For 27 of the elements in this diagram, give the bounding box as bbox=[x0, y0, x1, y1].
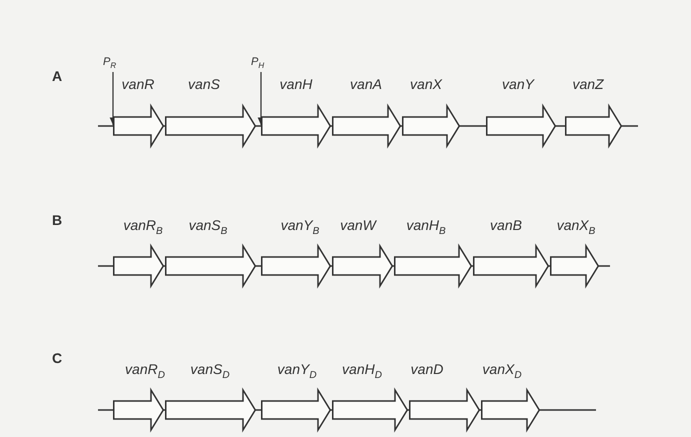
gene-label: vanB bbox=[490, 216, 522, 234]
gene-label: vanR bbox=[122, 75, 154, 93]
promoter-arrow bbox=[258, 72, 264, 125]
gene-label: vanD bbox=[410, 360, 444, 378]
gene-label: vanX$_{B}$ bbox=[556, 216, 596, 239]
gene-label: vanH$_{B}$ bbox=[406, 216, 446, 239]
panel-letter: C bbox=[52, 350, 62, 366]
gene-label: vanY bbox=[502, 75, 534, 93]
gene-label: vanS$_{B}$ bbox=[188, 216, 228, 239]
gene-label: vanR$_{B}$ bbox=[123, 216, 163, 239]
promoter-label: P$_{R}$ bbox=[103, 56, 116, 72]
gene-label: vanH$_{D}$ bbox=[342, 360, 382, 383]
promoter-label: P$_{H}$ bbox=[251, 56, 264, 72]
gene-label: vanZ bbox=[572, 75, 604, 93]
gene-label: vanH bbox=[280, 75, 312, 93]
panel-letter: B bbox=[52, 212, 62, 228]
gene-label: vanS bbox=[188, 75, 220, 93]
gene-label: vanA bbox=[350, 75, 382, 93]
gene-label: vanX bbox=[410, 75, 442, 93]
gene-label: vanX$_{D}$ bbox=[482, 360, 522, 383]
promoter-arrow bbox=[110, 72, 116, 125]
panel-letter: A bbox=[52, 68, 62, 84]
gene-label: vanW bbox=[340, 216, 376, 234]
gene-label: vanY$_{D}$ bbox=[277, 360, 317, 383]
gene-label: vanS$_{D}$ bbox=[190, 360, 230, 383]
gene-label: vanY$_{B}$ bbox=[280, 216, 320, 239]
gene-label: vanR$_{D}$ bbox=[125, 360, 165, 383]
